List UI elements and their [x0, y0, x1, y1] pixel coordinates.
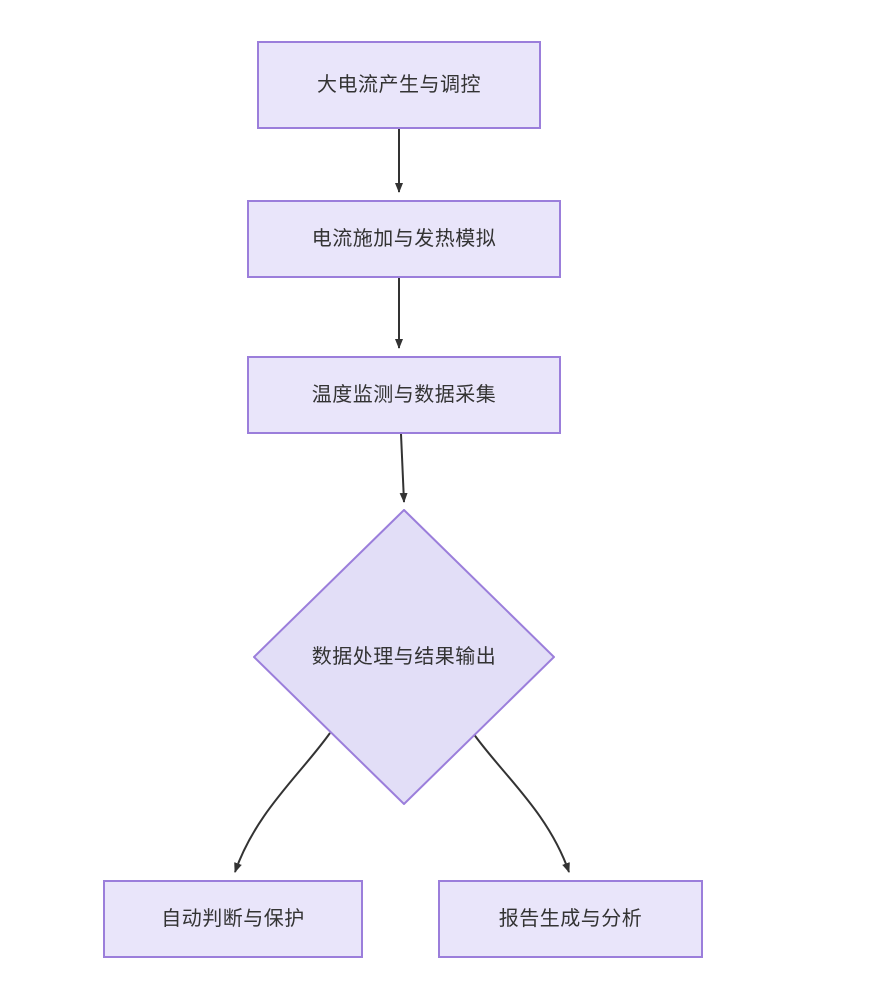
node-current-gen[interactable]: 大电流产生与调控 [257, 41, 541, 129]
node-current-apply-label: 电流施加与发热模拟 [311, 228, 497, 250]
edge-temp-monitor-to-data-process [399, 433, 408, 503]
edge-data-process-to-auto-protect [234, 732, 331, 873]
node-report-gen[interactable]: 报告生成与分析 [438, 880, 703, 958]
diamond-shape-icon [253, 509, 555, 805]
node-auto-protect-label: 自动判断与保护 [161, 908, 305, 930]
node-current-gen-label: 大电流产生与调控 [317, 74, 481, 96]
node-auto-protect[interactable]: 自动判断与保护 [103, 880, 363, 958]
edge-data-process-to-report-gen [472, 732, 570, 873]
node-current-apply[interactable]: 电流施加与发热模拟 [247, 200, 561, 278]
node-temp-monitor[interactable]: 温度监测与数据采集 [247, 356, 561, 434]
node-temp-monitor-label: 温度监测与数据采集 [311, 384, 497, 406]
node-report-gen-label: 报告生成与分析 [498, 908, 643, 930]
node-data-process[interactable]: 数据处理与结果输出 [253, 509, 555, 805]
node-data-process-label: 数据处理与结果输出 [311, 646, 497, 668]
